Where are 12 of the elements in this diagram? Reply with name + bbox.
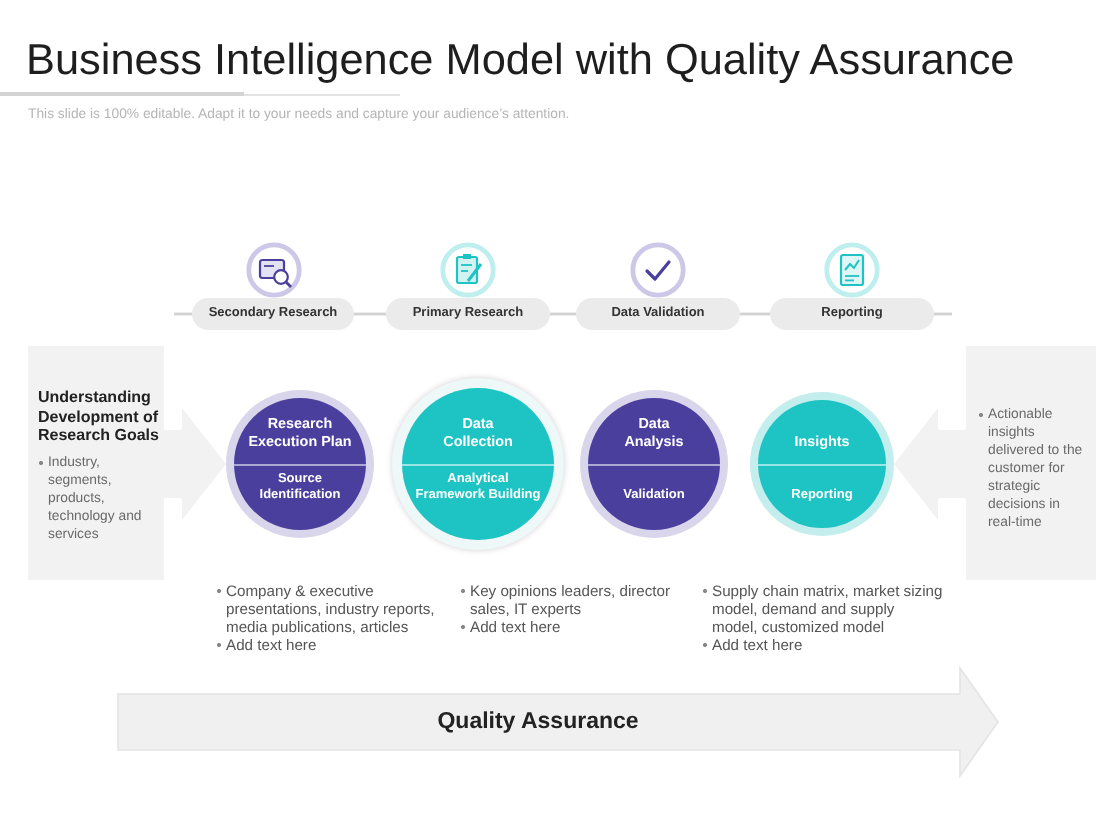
connector-line	[740, 312, 770, 316]
info-panel	[28, 346, 164, 580]
connector-line	[934, 312, 952, 316]
block-arrow	[164, 408, 226, 520]
slide-title: Business Intelligence Model with Quality Assurance	[26, 36, 1015, 84]
info-panel	[966, 346, 1096, 580]
connector-line	[550, 312, 576, 316]
block-arrow	[894, 408, 966, 520]
arrow-band: Quality Assurance	[116, 666, 1000, 778]
panel-heading: Understanding Development of Research Goals	[38, 388, 161, 445]
connector-line	[174, 312, 192, 316]
connector-line	[354, 312, 386, 316]
